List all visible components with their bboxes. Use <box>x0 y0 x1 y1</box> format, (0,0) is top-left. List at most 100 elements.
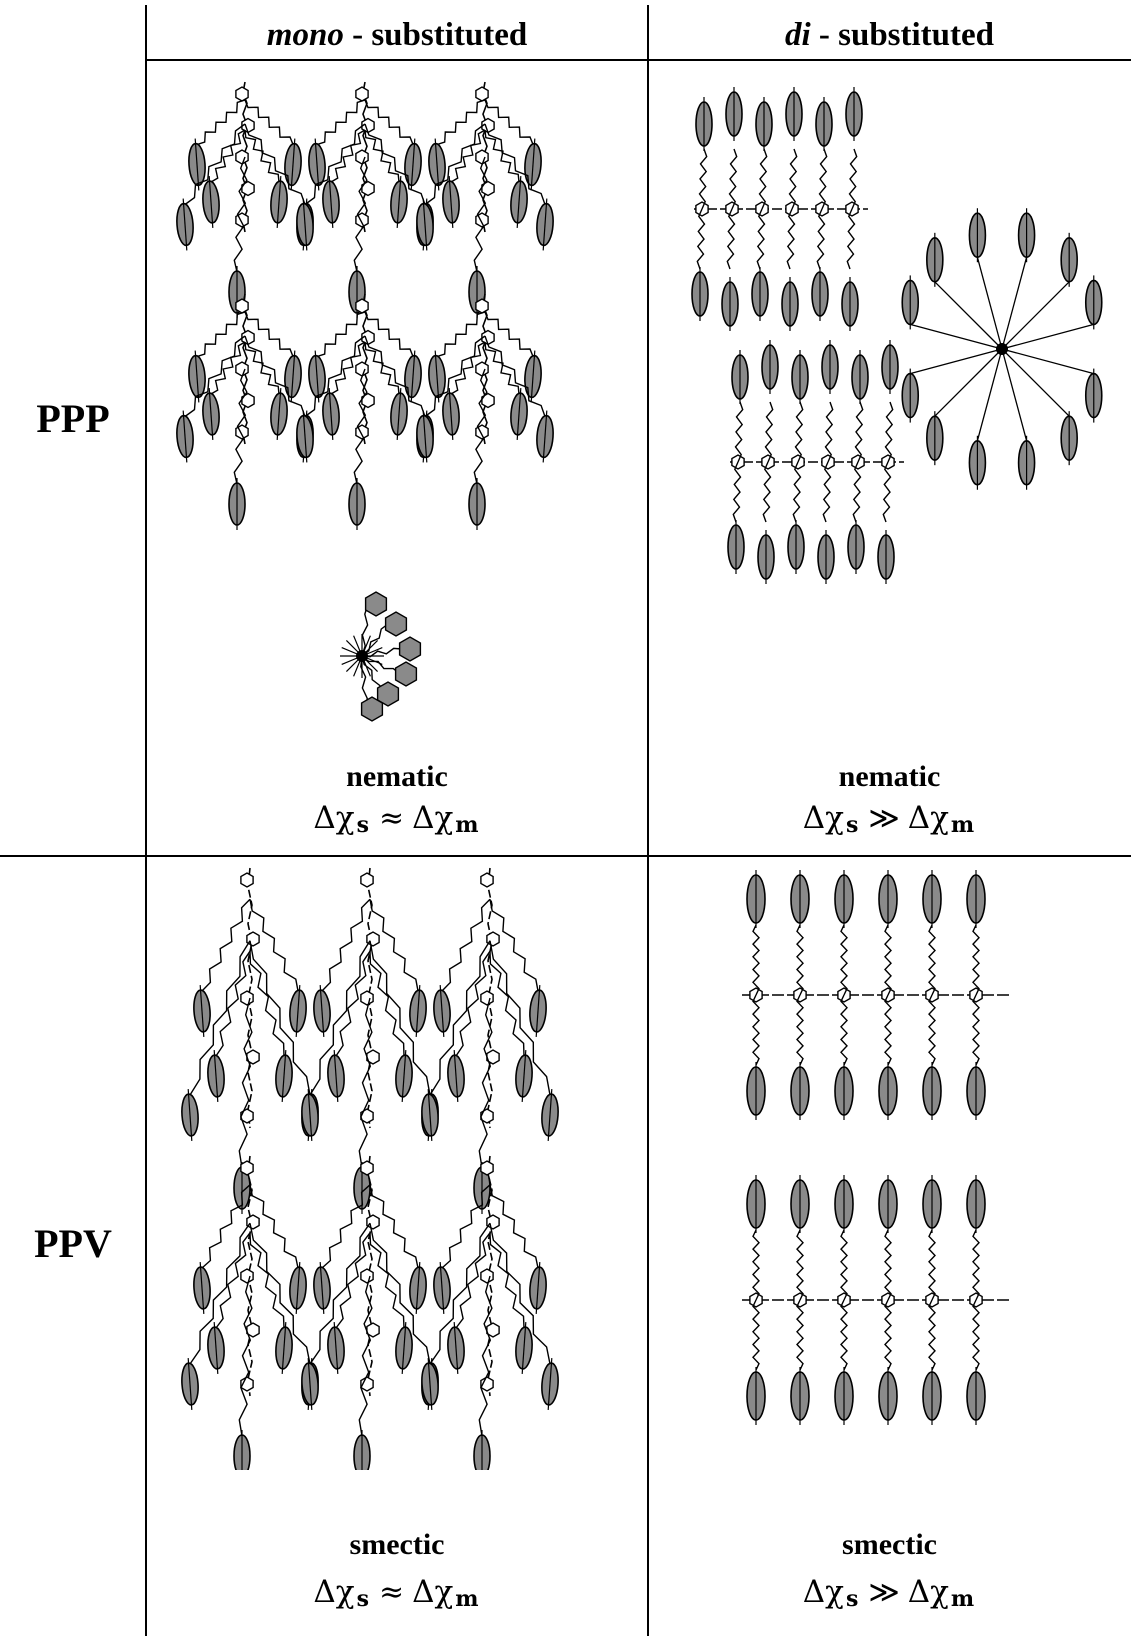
relation: ≫ <box>868 1575 899 1610</box>
mesogen-unit <box>967 1367 985 1425</box>
star-core <box>996 343 1008 355</box>
spacer-chain <box>250 899 298 991</box>
spacer-chain <box>766 402 773 462</box>
mesogen-unit <box>835 1367 853 1425</box>
mesogen-unit <box>234 1430 250 1470</box>
mesogen-unit <box>902 275 918 329</box>
star-ray <box>977 349 1002 441</box>
mesogen-unit <box>812 267 828 321</box>
mesogen-unit <box>792 350 808 404</box>
spacer-chain <box>973 1300 979 1370</box>
spacer-chain <box>826 402 833 462</box>
mesogen-unit <box>816 97 832 151</box>
phenylene-ring <box>356 299 368 313</box>
rhs: Δχ <box>908 800 949 836</box>
spacer-chain <box>885 1230 891 1300</box>
phenylene-ring <box>481 1269 493 1283</box>
phenylene-ring <box>236 299 248 313</box>
mesogen-end <box>396 662 417 686</box>
spacer-chain <box>753 925 759 995</box>
spacer-chain <box>757 209 764 269</box>
spacer-chain <box>797 1230 803 1300</box>
mesogen-unit <box>415 410 435 463</box>
star-ray <box>1002 349 1027 441</box>
header-mono-rest: - substituted <box>344 17 527 54</box>
mesogen-unit <box>432 1262 452 1315</box>
phenylene-ring <box>356 87 368 101</box>
mesogen-unit <box>786 87 802 141</box>
mesogen-unit <box>201 388 221 441</box>
relation: ≫ <box>868 801 899 836</box>
mesogen-unit <box>927 411 943 465</box>
mesogen-unit <box>923 870 941 928</box>
spacer-chain <box>841 925 847 995</box>
mesogen-unit <box>300 1358 320 1411</box>
mesogen-unit <box>791 870 809 928</box>
mesogen-unit <box>403 138 423 191</box>
header-di-substituted: di - substituted <box>648 10 1131 60</box>
phase-ppp-di: nematic <box>648 760 1131 794</box>
mesogen-unit <box>756 97 772 151</box>
lhs: Δχ <box>313 1574 354 1610</box>
mesogen-unit <box>446 1322 466 1375</box>
spacer-chain <box>929 995 935 1065</box>
mesogen-unit <box>321 388 341 441</box>
mesogen-unit <box>187 350 207 403</box>
mesogen-unit <box>923 1367 941 1425</box>
spacer-chain <box>370 951 404 1056</box>
phenylene-ring <box>361 1269 373 1283</box>
phenylene-ring <box>476 362 488 376</box>
mesogen-unit <box>201 176 221 229</box>
mesogen-unit <box>842 277 858 331</box>
spacer-chain <box>442 899 490 991</box>
mesogen-unit <box>752 267 768 321</box>
mesogen-unit <box>509 388 529 441</box>
phenylene-ring <box>356 362 368 376</box>
mesogen-unit <box>848 520 864 574</box>
formula-ppp-di: Δχs≫Δχm <box>648 800 1131 836</box>
rhs: Δχ <box>412 800 453 836</box>
mesogen-unit <box>269 176 289 229</box>
phenylene-ring <box>241 1269 253 1283</box>
mesogen-unit <box>206 1050 226 1103</box>
star-ray <box>910 349 1002 374</box>
mesogen-unit <box>187 138 207 191</box>
mesogen-unit <box>420 1358 440 1411</box>
mesogen-unit <box>791 1367 809 1425</box>
mesogen-end <box>362 697 383 721</box>
mesogen-unit <box>762 340 778 394</box>
spacer-chain <box>317 100 365 145</box>
spacer-chain <box>202 899 250 991</box>
star-ray <box>1002 349 1094 374</box>
spacer-chain <box>736 402 743 462</box>
mesogen-unit <box>835 1175 853 1233</box>
spacer-chain <box>727 209 734 269</box>
spacer-chain <box>929 925 935 995</box>
mesogen-unit <box>528 985 548 1038</box>
mesogen-unit <box>283 350 303 403</box>
spacer-chain <box>365 342 399 394</box>
mesogen-end <box>366 592 387 616</box>
rhs-sub: m <box>455 812 478 838</box>
mesogen-unit <box>852 350 868 404</box>
mesogen-unit <box>295 198 315 251</box>
mesogen-unit <box>432 985 452 1038</box>
spacer-chain <box>973 925 979 995</box>
phenylene-ring <box>236 362 248 376</box>
rhs-sub: m <box>455 1586 478 1612</box>
spacer-chain <box>697 209 704 269</box>
mesogen-unit <box>283 138 303 191</box>
spacer-chain <box>753 995 759 1065</box>
mesogen-unit <box>1019 436 1035 490</box>
mesogen-unit <box>274 1322 294 1375</box>
spacer-chain <box>797 925 803 995</box>
star-ray <box>1002 349 1069 416</box>
mesogen-unit <box>535 198 555 251</box>
schematic-ppv-mono <box>150 860 644 1470</box>
mesogen-unit <box>420 1089 440 1142</box>
mesogen-unit <box>818 530 834 584</box>
phenylene-ring <box>247 1215 259 1229</box>
lhs-sub: s <box>357 1586 369 1612</box>
mesogen-end <box>386 612 407 636</box>
mesogen-unit <box>878 530 894 584</box>
